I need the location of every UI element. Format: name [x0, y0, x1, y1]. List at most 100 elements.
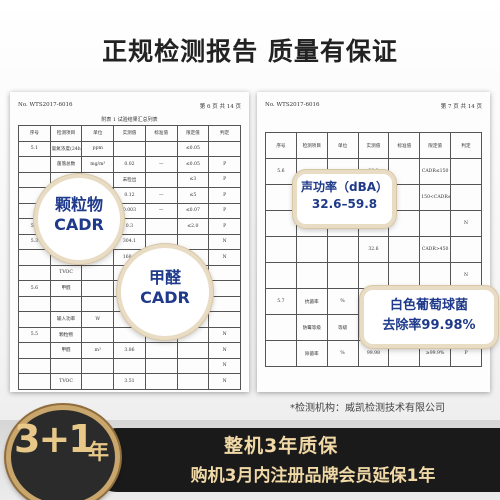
- table-header-cell: 序号: [265, 132, 297, 159]
- callout-label: 声功率（dBA）: [300, 180, 389, 194]
- table-cell: W: [81, 311, 115, 328]
- table-cell: N: [208, 342, 241, 359]
- table-cell: [419, 210, 452, 237]
- table-cell: TVOC: [49, 264, 83, 281]
- table-cell: ppm: [81, 140, 115, 157]
- table-cell: [265, 314, 297, 341]
- table-cell: CADR≤150: [419, 158, 452, 185]
- table-cell: 甲醛: [49, 280, 83, 297]
- table-header-cell: 单位: [81, 125, 115, 142]
- table-cell: [81, 357, 115, 374]
- table-cell: 5.6: [18, 280, 51, 297]
- table-cell: 氨氮浓度(24h): [49, 140, 83, 157]
- table-cell: [176, 342, 210, 359]
- warranty-bar: [86, 428, 500, 492]
- table-cell: 甲醛: [49, 342, 83, 359]
- table-header-cell: 检测项目: [295, 132, 328, 159]
- table-cell: [176, 357, 210, 374]
- page-headline: 正规检测报告 质量有保证: [102, 37, 398, 66]
- table-cell: 颗粒物: [49, 326, 83, 343]
- badge-label: 颗粒物: [54, 195, 103, 214]
- table-cell: P: [208, 171, 241, 188]
- table-cell: [208, 295, 241, 312]
- table-cell: [326, 262, 359, 289]
- table-cell: %: [326, 288, 359, 315]
- report-header: No. WTS2017-6016 第 6 页 共 14 页: [18, 100, 241, 112]
- table-cell: [388, 262, 421, 289]
- table-cell: ≤3: [176, 171, 210, 188]
- table-cell: [419, 262, 452, 289]
- table-cell: 抗菌率: [295, 288, 328, 315]
- table-cell: 等级: [326, 314, 359, 341]
- table-cell: [208, 264, 241, 281]
- table-cell: [81, 373, 115, 390]
- table-row: N: [265, 262, 482, 289]
- callout-label: 白色葡萄球菌: [389, 298, 468, 313]
- warranty-medal: [6, 405, 120, 500]
- table-cell: [81, 280, 115, 297]
- callout-value: 去除率99.98%: [382, 318, 476, 333]
- table-cell: —: [144, 202, 178, 219]
- table-cell: P: [208, 218, 241, 235]
- table-cell: [113, 357, 146, 374]
- table-cell: N: [208, 233, 241, 250]
- table-cell: CADR>450: [419, 236, 452, 263]
- table-header-cell: 实测值: [113, 125, 146, 142]
- table-cell: [18, 295, 51, 312]
- table-cell: %: [326, 340, 359, 367]
- table-cell: [18, 357, 51, 374]
- table-cell: [81, 326, 115, 343]
- table-cell: ≤0.05: [176, 140, 210, 157]
- table-cell: [49, 357, 83, 374]
- table-cell: —: [144, 156, 178, 173]
- callout-value: 32.6–59.8: [311, 197, 378, 211]
- table-cell: [18, 342, 51, 359]
- table-cell: [295, 236, 328, 263]
- table-cell: 0.02: [113, 156, 146, 173]
- table-header-cell: 检测项目: [49, 125, 83, 142]
- table-cell: [144, 140, 178, 157]
- table-cell: [144, 373, 178, 390]
- table-cell: [265, 262, 297, 289]
- report-number: No. WTS2017-6016: [18, 102, 73, 108]
- table-cell: [18, 156, 51, 173]
- table-cell: 输入功率: [49, 311, 83, 328]
- table-cell: 5.1: [18, 140, 51, 157]
- table-cell: [388, 236, 421, 263]
- table-cell: 5.5: [18, 326, 51, 343]
- table-cell: N: [208, 373, 241, 390]
- warranty-title: 整机3年质保: [224, 435, 339, 457]
- table-cell: [144, 171, 178, 188]
- testing-agency-note: *检测机构：威凯检测技术有限公司: [290, 403, 445, 414]
- table-cell: [18, 311, 51, 328]
- badge-value: CADR: [54, 215, 104, 234]
- table-cell: ≤2.0: [176, 218, 210, 235]
- table-cell: ≤0.07: [176, 202, 210, 219]
- table-cell: 5.6: [265, 158, 297, 185]
- table-cell: N: [208, 326, 241, 343]
- table-cell: [208, 280, 241, 297]
- table-header-cell: 单位: [326, 132, 359, 159]
- table-header-cell: 限定值: [176, 125, 210, 142]
- table-cell: [450, 158, 482, 185]
- table-cell: m³: [81, 342, 115, 359]
- table-header-cell: 判定: [208, 125, 241, 142]
- report-subtitle: 附表 1 试验结果汇总列表: [101, 117, 158, 123]
- table-cell: [18, 171, 51, 188]
- table-cell: [81, 295, 115, 312]
- table-header-row: 序号检测项目单位实测值标准值限定值判定: [265, 132, 482, 159]
- table-cell: [265, 184, 297, 211]
- report-page-number: 第 6 页 共 14 页: [199, 104, 241, 110]
- table-header-cell: 序号: [18, 125, 51, 142]
- table-cell: [18, 249, 51, 266]
- table-header-cell: 限定值: [419, 132, 452, 159]
- table-cell: 未检出: [113, 171, 146, 188]
- table-cell: [265, 236, 297, 263]
